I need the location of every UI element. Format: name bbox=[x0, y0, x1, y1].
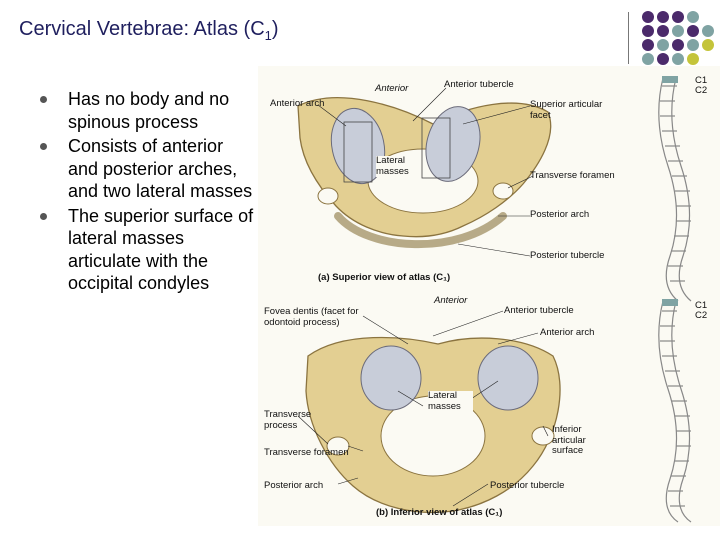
atlas-illustration bbox=[258, 66, 720, 526]
label-a-anterior-tubercle: Anterior tubercle bbox=[444, 79, 514, 90]
atlas-figure: Anterior Anterior tubercle Anterior arch… bbox=[258, 66, 720, 526]
label-b-transverse-foramen: Transverse foramen bbox=[264, 447, 349, 458]
label-b-anterior-tubercle: Anterior tubercle bbox=[504, 305, 574, 316]
label-b-posterior-arch: Posterior arch bbox=[264, 480, 324, 491]
label-a-superior-articular-facet: Superior articular facet bbox=[530, 99, 603, 121]
label-a-transverse-foramen: Transverse foramen bbox=[530, 170, 615, 181]
spine-label-c2-top: C2 bbox=[695, 85, 708, 96]
slide-title: Cervical Vertebrae: Atlas (C1) bbox=[19, 18, 279, 43]
label-a-posterior-tubercle: Posterior tubercle bbox=[530, 250, 605, 261]
spine-label-c1-bottom: C1 bbox=[695, 300, 708, 311]
bullet-dot-icon bbox=[40, 212, 47, 220]
bullet-item: Consists of anterior and posterior arche… bbox=[40, 135, 255, 203]
caption-superior-view: (a) Superior view of atlas (C₁) bbox=[318, 272, 451, 283]
spine-label-c1-top: C1 bbox=[695, 75, 708, 86]
leader-lines bbox=[297, 87, 549, 507]
label-b-transverse-process: Transverse process bbox=[264, 409, 312, 431]
label-b-anterior-arch: Anterior arch bbox=[540, 327, 595, 338]
label-b-inferior-articular-surface: Inferior articular surface bbox=[552, 424, 586, 456]
label-a-posterior-arch: Posterior arch bbox=[530, 209, 590, 220]
spine-diagram-bottom bbox=[658, 300, 692, 523]
label-a-anterior-arch: Anterior arch bbox=[270, 98, 325, 109]
label-b-fovea-dentis: Fovea dentis (facet for odontoid process… bbox=[264, 306, 359, 328]
spine-diagram-top bbox=[658, 77, 692, 302]
label-b-lateral-masses: Lateral masses bbox=[428, 390, 473, 412]
bullet-list: Has no body and no spinous process Consi… bbox=[40, 88, 255, 297]
superior-view-drawing bbox=[297, 97, 552, 249]
spine-highlight bbox=[662, 76, 678, 306]
label-a-anterior: Anterior bbox=[375, 83, 409, 94]
bullet-dot-icon bbox=[40, 143, 47, 150]
caption-inferior-view: (b) Inferior view of atlas (C₁) bbox=[376, 507, 503, 518]
label-a-lateral-masses: Lateral masses bbox=[376, 155, 421, 177]
inferior-view-drawing bbox=[305, 336, 561, 514]
decorative-dot-grid bbox=[642, 11, 714, 65]
label-b-posterior-tubercle: Posterior tubercle bbox=[490, 480, 565, 491]
bullet-dot-icon bbox=[40, 96, 47, 103]
divider-line bbox=[628, 12, 629, 64]
spine-label-c2-bottom: C2 bbox=[695, 310, 708, 321]
bullet-item: Has no body and no spinous process bbox=[40, 88, 255, 133]
bullet-item: The superior surface of lateral masses a… bbox=[40, 205, 255, 295]
label-b-anterior: Anterior bbox=[434, 295, 468, 306]
